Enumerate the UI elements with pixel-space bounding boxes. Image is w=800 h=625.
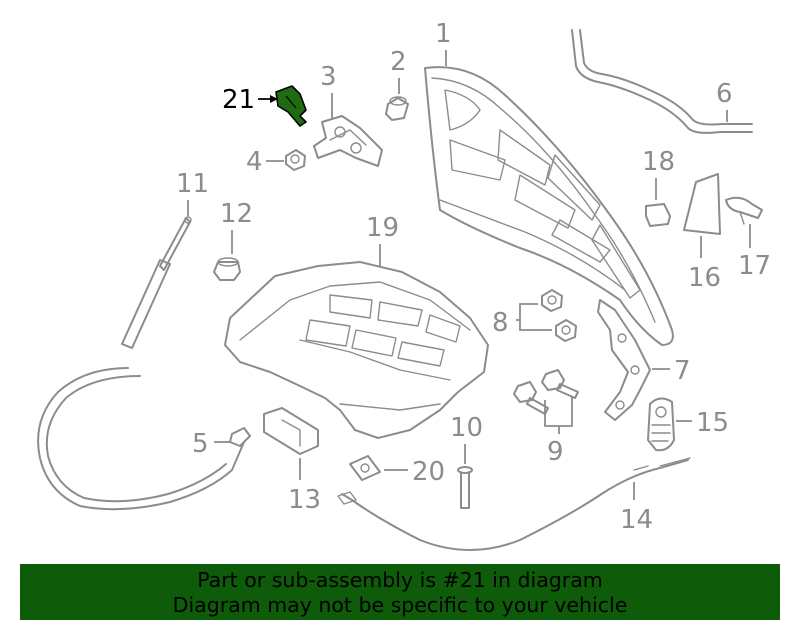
part-18-clip[interactable] <box>645 203 671 227</box>
part-3-latch[interactable] <box>313 115 383 167</box>
callout-15: 15 <box>696 408 729 438</box>
part-10-pin[interactable] <box>457 466 473 509</box>
part-cable-left[interactable] <box>37 367 245 511</box>
callout-11: 11 <box>176 169 209 199</box>
banner-line-1: Part or sub-assembly is #21 in diagram <box>197 568 603 592</box>
callout-20: 20 <box>412 457 445 487</box>
leader-21-arrow <box>270 95 278 103</box>
banner-line-2: Diagram may not be specific to your vehi… <box>172 593 628 617</box>
part-11-strut[interactable] <box>121 216 192 349</box>
callout-10: 10 <box>450 413 483 443</box>
part-8-nuts[interactable] <box>541 289 577 342</box>
callout-13: 13 <box>288 485 321 515</box>
part-1-hood[interactable] <box>424 66 674 346</box>
part-16-trim[interactable] <box>683 173 721 235</box>
callout-5: 5 <box>192 429 209 459</box>
callout-9: 9 <box>547 437 564 467</box>
leader-9 <box>544 396 573 434</box>
callout-8: 8 <box>492 308 509 338</box>
callout-14: 14 <box>620 505 653 535</box>
leader-8 <box>516 303 552 331</box>
callout-4: 4 <box>246 147 263 177</box>
part-6-rod[interactable] <box>571 29 753 134</box>
part-9-bolts[interactable] <box>513 369 579 415</box>
callout-1: 1 <box>435 19 452 49</box>
part-19-insulator[interactable] <box>224 261 489 439</box>
callout-18: 18 <box>642 147 675 177</box>
part-13-bracket[interactable] <box>263 407 319 455</box>
callout-12: 12 <box>220 199 253 229</box>
part-2-bumper[interactable] <box>385 96 409 121</box>
part-20-clipnut[interactable] <box>349 455 381 481</box>
callout-3: 3 <box>320 62 337 92</box>
callout-16: 16 <box>688 263 721 293</box>
part-17-screw[interactable] <box>725 196 763 225</box>
callout-21: 21 <box>222 85 255 115</box>
part-4-nut[interactable] <box>285 149 306 171</box>
part-21-bumper[interactable] <box>275 85 307 127</box>
part-5-clip[interactable] <box>229 427 251 447</box>
part-14-cable[interactable] <box>337 457 691 551</box>
callout-7: 7 <box>674 356 691 386</box>
part-7-hinge[interactable] <box>597 299 651 421</box>
part-12-stopper[interactable] <box>213 257 241 281</box>
callout-6: 6 <box>716 79 733 109</box>
info-banner: Part or sub-assembly is #21 in diagram D… <box>20 564 780 620</box>
callout-17: 17 <box>738 251 771 281</box>
callout-19: 19 <box>366 213 399 243</box>
callout-2: 2 <box>390 47 407 77</box>
part-15-lock[interactable] <box>647 397 675 452</box>
